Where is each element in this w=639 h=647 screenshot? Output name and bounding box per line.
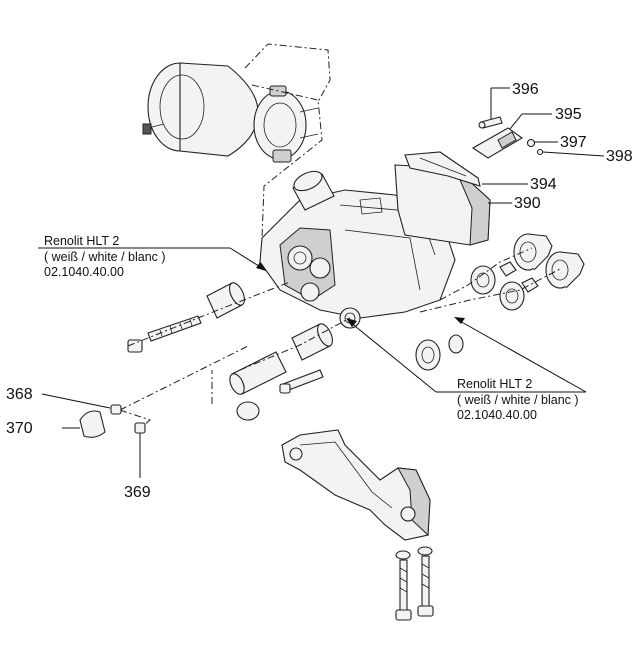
plug-368 (110, 404, 122, 415)
callout-394: 394 (530, 176, 557, 193)
callout-396: 396 (512, 81, 539, 98)
washer-397 (526, 138, 536, 148)
boot-right-upper (513, 233, 553, 271)
washer-398 (536, 148, 544, 156)
boot-seal-lower (415, 334, 464, 371)
callout-368: 368 (6, 386, 33, 403)
spring-clip-395 (471, 127, 524, 159)
note-lower-line1: Renolit HLT 2 (457, 377, 532, 391)
note-upper-line1: Renolit HLT 2 (44, 234, 119, 248)
brake-pad-394 (404, 151, 481, 187)
callout-390: 390 (514, 195, 541, 212)
pin-396 (478, 116, 503, 129)
callout-398: 398 (606, 148, 633, 165)
callout-370: 370 (6, 420, 33, 437)
note-lower-line2: ( weiß / white / blanc ) (457, 393, 579, 407)
callout-369: 369 (124, 484, 151, 501)
brake-chamber (142, 62, 319, 163)
bushing-left (229, 351, 287, 395)
cover-cap-370 (79, 410, 106, 438)
brake-pad-390 (394, 164, 491, 246)
cap-left (236, 401, 260, 421)
boot-right-lower (545, 251, 585, 289)
callout-395: 395 (555, 106, 582, 123)
note-upper-line3: 02.1040.40.00 (44, 265, 124, 279)
caliper-carrier (281, 429, 431, 541)
seal-ring-right (470, 261, 539, 311)
callout-397: 397 (560, 134, 587, 151)
note-upper-line2: ( weiß / white / blanc ) (44, 250, 166, 264)
guide-bolt-lower (279, 369, 324, 394)
note-lower-line3: 02.1040.40.00 (457, 408, 537, 422)
carrier-bolts (395, 546, 434, 621)
guide-sleeve-left (206, 282, 245, 319)
screw-369 (134, 422, 146, 434)
guide-sleeve-middle (291, 323, 333, 361)
guide-sleeve-upper (292, 170, 335, 211)
